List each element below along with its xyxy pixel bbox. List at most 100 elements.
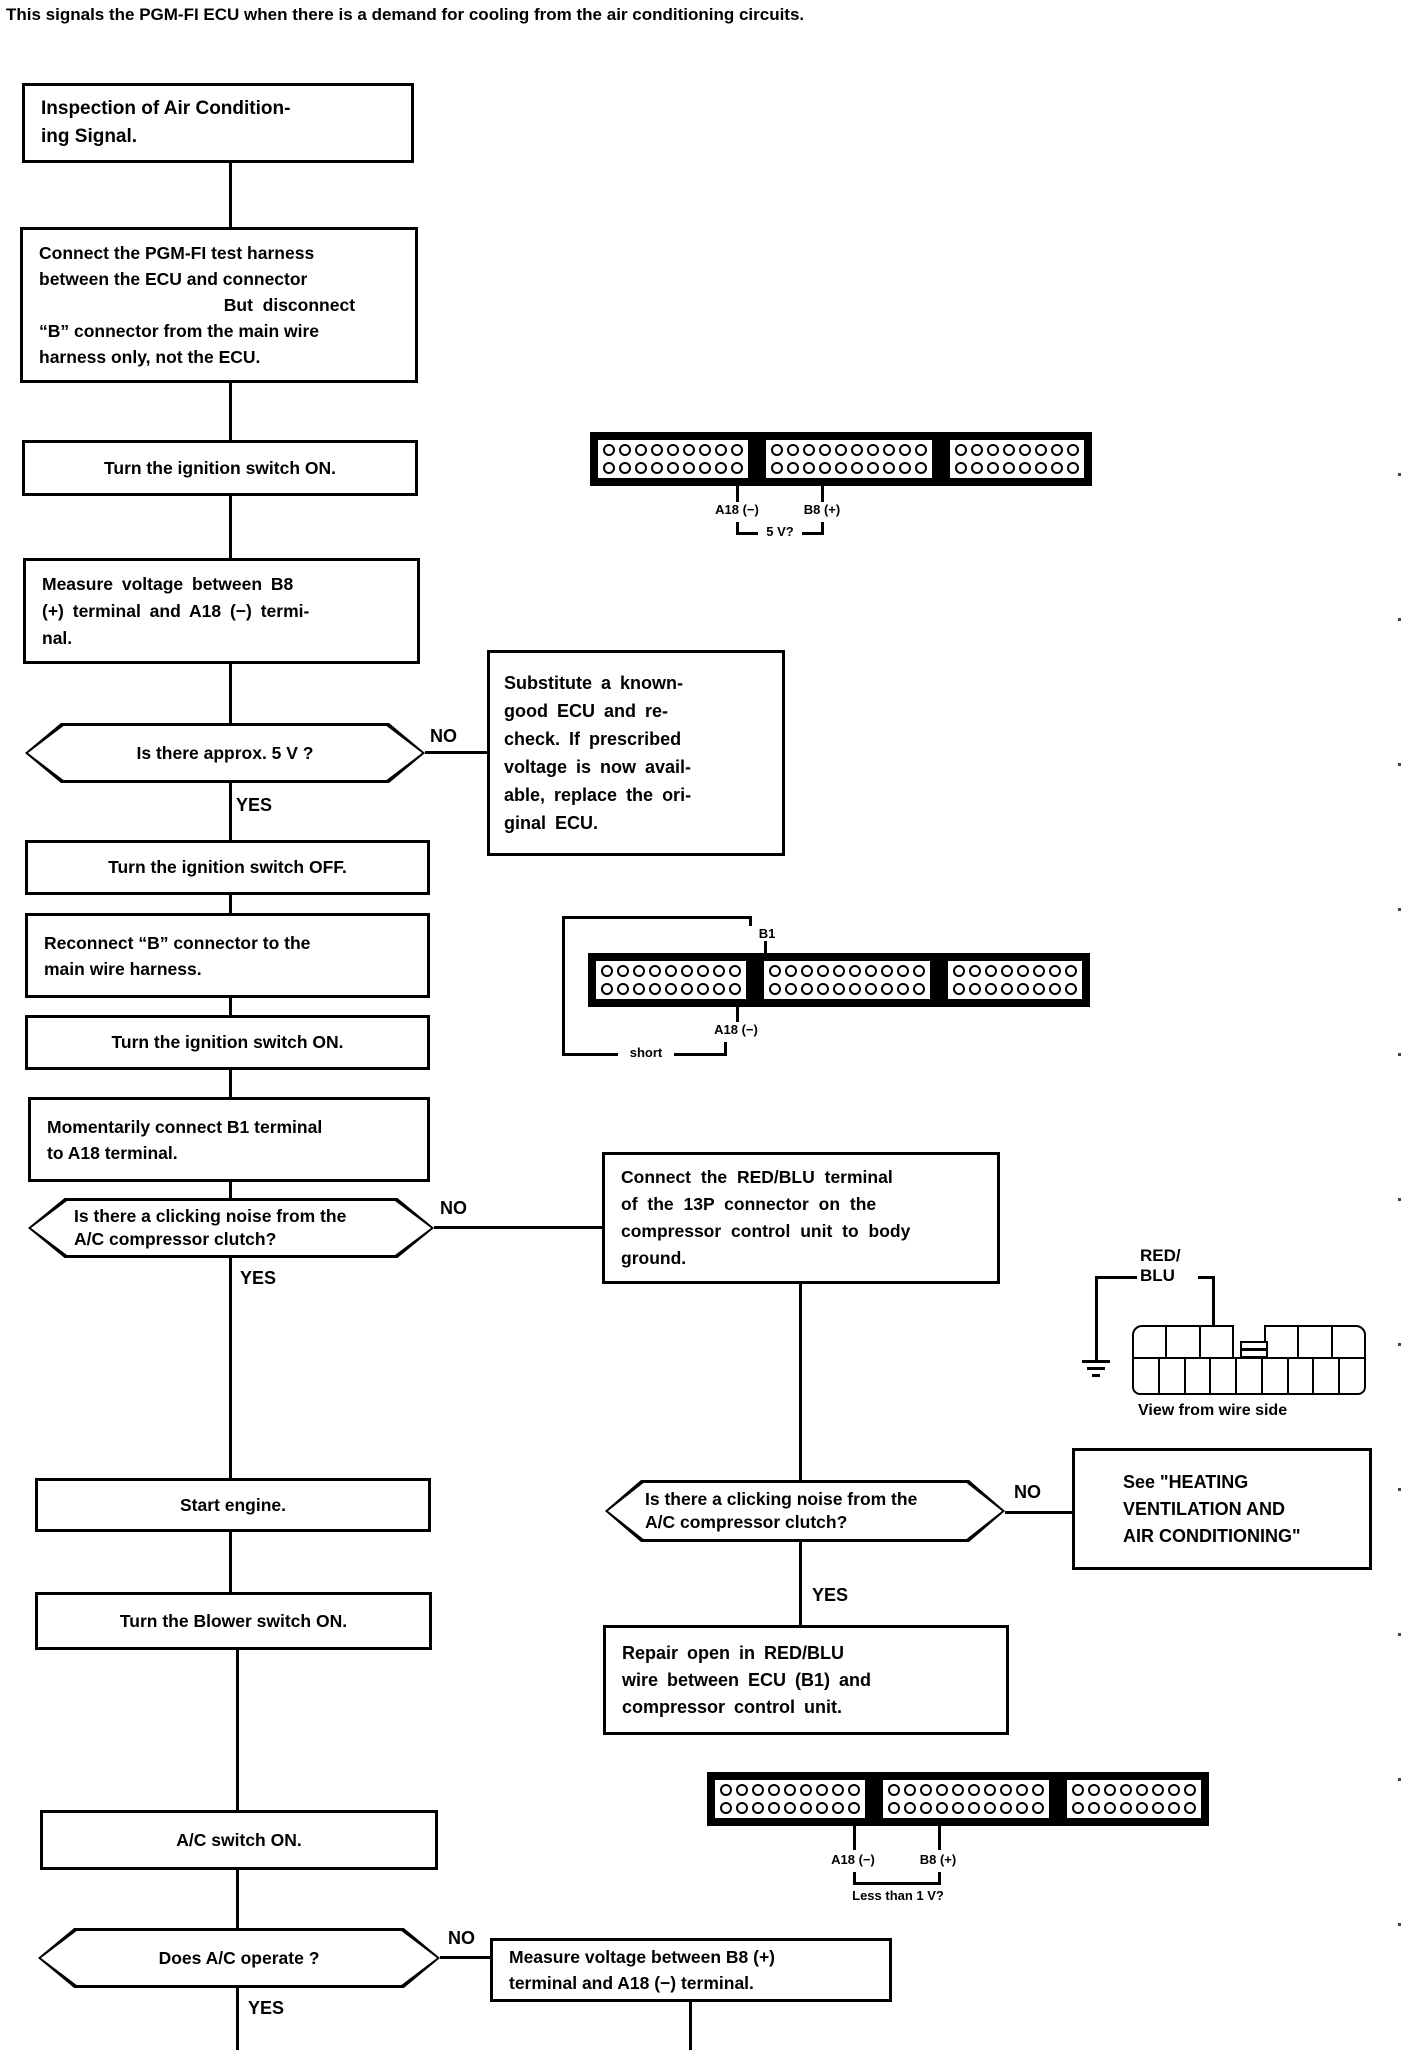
page-edge-dot [1398,1633,1401,1636]
connector-pin [800,1802,812,1814]
connector-pin [832,1784,844,1796]
connector-pin [984,1802,996,1814]
yes-label-2: YES [240,1268,277,1288]
flow-line [229,895,232,913]
connector-pin [803,444,815,456]
connector-pin [897,983,909,995]
connector-pin [848,1802,860,1814]
short-label: short [618,1045,674,1060]
connector-pin [1003,462,1015,474]
connector-pin [881,965,893,977]
connector-pin [736,1802,748,1814]
flow-line [229,664,232,723]
flow-line [229,1532,232,1592]
decision-clicking-2: Is there a clicking noise from the A/C c… [605,1480,1005,1542]
connector-pin [1049,965,1061,977]
page-edge-dot [1398,1778,1401,1781]
connector-pin [681,965,693,977]
connector-pin [649,965,661,977]
connector-pin [1051,444,1063,456]
connector-pin [1033,965,1045,977]
connector-pin [731,444,743,456]
decision-clicking-2-text: Is there a clicking noise from the A/C c… [645,1489,918,1532]
connector-pin [731,462,743,474]
connector-pin [603,462,615,474]
connector-pin [883,444,895,456]
box-substitute-ecu: Substitute a known- good ECU and re- che… [487,650,785,856]
connector-pin [752,1802,764,1814]
connector-block [880,1777,1052,1821]
connector-pin [888,1784,900,1796]
ground-icon [1092,1374,1100,1377]
flow-line [229,163,232,227]
connector-pin [1072,1784,1084,1796]
connector-block [1064,1777,1204,1821]
flow-line [229,383,232,440]
decision-clicking-1: Is there a clicking noise from the A/C c… [28,1198,434,1258]
connector-pin [1035,444,1047,456]
connector-pin [601,983,613,995]
connector-pin [987,444,999,456]
connector-pin [635,462,647,474]
flow-line [229,496,232,558]
pin-cell [1134,1327,1168,1357]
connector-pin [1088,1784,1100,1796]
connector-block [945,958,1085,1002]
connector-pin [953,965,965,977]
connector-pin [633,983,645,995]
flow-line [229,998,232,1015]
connector-pin [787,444,799,456]
b8-pointer-line [821,484,824,502]
connector-pin [913,983,925,995]
flow-line [229,1256,232,1478]
page-edge-dot [1398,763,1401,766]
flow-line [236,1650,239,1810]
connector-pin [1104,1784,1116,1796]
connector-pin [969,965,981,977]
connector-pin [913,965,925,977]
connector-pin [936,1802,948,1814]
no-label-2: NO [440,1198,467,1218]
connector-pin [665,965,677,977]
connector-pin [1104,1802,1116,1814]
pin-cell [1289,1359,1315,1393]
connector-pin [752,1784,764,1796]
intro-text: This signals the PGM-FI ECU when there i… [6,5,805,24]
a18-label-2: A18 (−) [714,1022,758,1037]
connector-pin [1000,1802,1012,1814]
short-bracket-left [562,916,565,1056]
connector-pin [619,462,631,474]
pin-cell [1201,1327,1232,1357]
connector-pin [915,462,927,474]
connector-pin [817,965,829,977]
connector-pin [985,965,997,977]
connector-pin [768,1802,780,1814]
box-connect-test-harness: Connect the PGM-FI test harness between … [20,227,418,383]
connector-pin [849,965,861,977]
connector-pin [667,444,679,456]
connector-pin [697,983,709,995]
short-bracket-end-tick [724,1042,727,1056]
pin-cell [1211,1359,1238,1393]
flow-line-no-3 [1005,1511,1072,1514]
page-edge-dot [1398,1198,1401,1201]
box-momentarily-connect: Momentarily connect B1 terminal to A18 t… [28,1097,430,1182]
connector-pin [601,965,613,977]
connector-pin [833,983,845,995]
connector-pin [1067,462,1079,474]
pin-cell [1266,1327,1300,1357]
connector-block [947,437,1087,481]
connector-pin [784,1784,796,1796]
yes-label-3: YES [812,1585,849,1605]
short-bracket-top [562,916,752,919]
flow-line [229,1182,232,1198]
pin-cell [1299,1327,1333,1357]
ground-icon [1087,1367,1105,1370]
box-ignition-on-1: Turn the ignition switch ON. [22,440,418,496]
connector-pin [1032,1784,1044,1796]
connector-pin [904,1802,916,1814]
page-edge-dot [1398,618,1401,621]
connector-pin [888,1802,900,1814]
flow-line-no-4 [440,1956,490,1959]
